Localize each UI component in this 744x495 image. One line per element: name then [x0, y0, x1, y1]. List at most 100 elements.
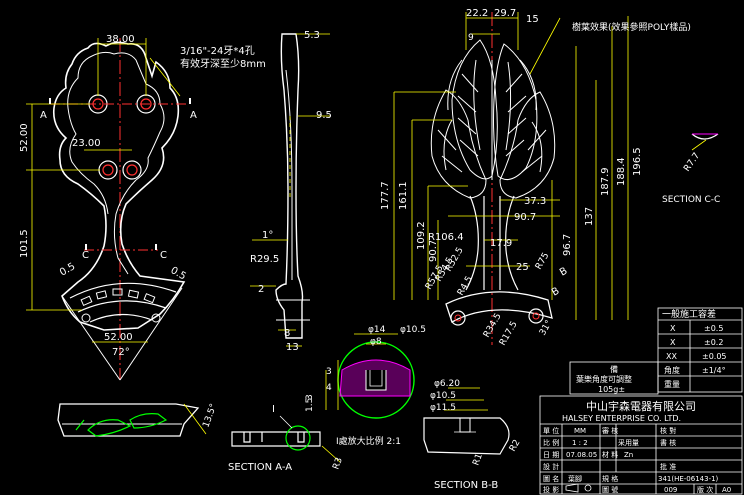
front-dimensions: [26, 38, 181, 343]
dim-top-width: 38.00: [106, 34, 135, 45]
detail-d2: φ10.5: [400, 325, 426, 335]
company-cn: 中山宇森電器有限公司: [586, 399, 696, 413]
side-dim-radius: R29.5: [250, 254, 279, 265]
tol-row1-v: ±0.5: [704, 324, 723, 333]
right-dim-h6: 137: [584, 207, 595, 226]
section-bb-title: SECTION B-B: [434, 480, 498, 491]
tol-row4-v: ±1/4°: [702, 366, 726, 375]
tb-no-v: 009: [664, 486, 677, 494]
right-sect-b2: B: [550, 286, 562, 299]
section-c-right: C: [160, 250, 167, 261]
right-dim-w4: 25: [516, 262, 529, 273]
detail-d1: φ14: [368, 325, 386, 335]
section-bb-r2: R1: [471, 452, 484, 467]
section-cc-title: SECTION C-C: [662, 195, 720, 205]
right-dim-h2: 161.1: [398, 181, 409, 210]
section-aa-outline: [57, 403, 200, 437]
tb-spec-k: 規 格: [602, 474, 618, 483]
dim-mid-width: 23.00: [72, 138, 101, 149]
right-dim-w1: 37.3: [524, 196, 546, 207]
right-dim-h5: 96.7: [562, 234, 573, 256]
section-bb-d1: φ6.20: [434, 379, 460, 389]
side-dimensions: [250, 33, 330, 347]
side-view: 5.3 9.5 1° R29.5 2 8 13: [250, 30, 332, 353]
note-thread: 3/16"-24牙*4孔: [180, 45, 255, 57]
tb-proj-k: 投 影: [543, 485, 559, 494]
right-dim-top-d: 9: [468, 33, 474, 43]
tb-scale-v: 1 : 2: [572, 439, 588, 447]
side-dim-bottom-b: 13: [286, 342, 299, 353]
section-aa-label-i: I: [272, 404, 275, 415]
note-leaf: 樹葉效果(效果參照POLY樣品): [572, 21, 691, 33]
dim-lower-height: 101.5: [19, 229, 30, 258]
detail-i: φ14 φ10.5 φ8 3 4 1.5 3 I處放大比例 2:1: [305, 325, 426, 447]
note-depth: 有效牙深至少8mm: [180, 57, 266, 70]
dim-angle: 72°: [112, 347, 130, 358]
right-dimensions: [393, 12, 629, 320]
side-dim-top: 5.3: [304, 30, 320, 41]
remark-label: 備: [610, 364, 618, 374]
right-dim-top-a: 22.2: [466, 8, 488, 19]
tolerance-table: 一般施工容差 X ±0.5 X ±0.2 XX ±0.05 角度 ±1/4° 重…: [657, 307, 743, 393]
tb-name-k: 圖 名: [543, 474, 559, 483]
detail-i-scale: I處放大比例 2:1: [336, 435, 401, 447]
tb-qty-k: 采用量: [618, 438, 639, 447]
section-c-left: C: [82, 250, 89, 261]
company-en: HALSEY ENTERPRISE CO. LTD.: [562, 414, 681, 423]
front-inner-outline: [67, 51, 165, 275]
section-bb-d3: φ11.5: [430, 403, 456, 413]
detail-i-callout: [285, 425, 311, 451]
tol-row2-v: ±0.2: [704, 338, 723, 347]
right-dim-h4: 90.7: [428, 240, 439, 262]
right-dim-w3: 17.9: [490, 238, 512, 249]
dim-base-width: 52.00: [104, 332, 133, 343]
tb-scale-k: 比 例: [543, 438, 559, 447]
tb-draw-k: 設 計: [543, 462, 559, 471]
tb-no-k: 圖 號: [602, 485, 618, 494]
tol-row1-k: X: [670, 324, 676, 333]
detail-h4: 3: [305, 394, 315, 400]
right-dim-w2: 90.7: [514, 212, 536, 223]
section-bb-d2: φ10.5: [430, 391, 456, 401]
tolerance-title: 一般施工容差: [662, 308, 716, 320]
tol-row5-k: 重量: [664, 379, 680, 389]
side-dim-mid: 9.5: [316, 110, 332, 121]
tb-unit-k: 單 位: [543, 426, 559, 435]
side-dim-bottom-a: 8: [284, 328, 290, 339]
right-dim-top-c: 15: [526, 14, 539, 25]
tb-date-v: 07.08.05: [566, 451, 597, 459]
tb-check-k: 審 核: [602, 426, 618, 435]
tb-mat-k: 材 料: [602, 450, 618, 459]
right-dim-top-b: 29.7: [494, 8, 516, 19]
tb-qty-v: 書 核: [660, 438, 676, 447]
right-base: [445, 291, 553, 323]
detail-h1: 3: [326, 367, 332, 377]
right-sect-b: B: [558, 266, 570, 279]
tol-row2-k: X: [670, 338, 676, 347]
remark-weight: 105g±: [598, 385, 625, 394]
right-dim-h3: 109.2: [416, 221, 427, 250]
section-aa-r: R3: [331, 456, 344, 471]
right-dim-h9: 196.5: [632, 147, 643, 176]
side-outline: [275, 33, 304, 339]
side-dim-angle: 1°: [262, 230, 273, 241]
tb-unit-v: MM: [574, 427, 586, 435]
tb-ver-v: A0: [722, 486, 731, 494]
right-dim-h8: 188.4: [616, 157, 627, 186]
detail-h3: 1.5: [305, 398, 315, 412]
hole-mid-right: [122, 160, 142, 180]
section-a-left: A: [40, 110, 47, 121]
front-base-arc: [69, 282, 177, 323]
right-dim-h1: 177.7: [380, 181, 391, 210]
dim-upper-height: 52.00: [19, 123, 30, 152]
section-aa-title: SECTION A-A: [228, 462, 292, 473]
right-dim-h7: 187.9: [600, 167, 611, 196]
front-outline: [52, 41, 186, 331]
tol-row3-v: ±0.05: [702, 352, 727, 361]
tb-draw-v: 批 准: [660, 462, 676, 471]
remark-text: 葉樂角度可調整: [576, 374, 632, 384]
tb-date-k: 日 期: [543, 451, 559, 459]
tb-check2-k: 核 對: [660, 426, 676, 435]
title-block: 中山宇森電器有限公司 HALSEY ENTERPRISE CO. LTD. 單 …: [539, 395, 743, 495]
leaf-stem: [465, 195, 519, 291]
